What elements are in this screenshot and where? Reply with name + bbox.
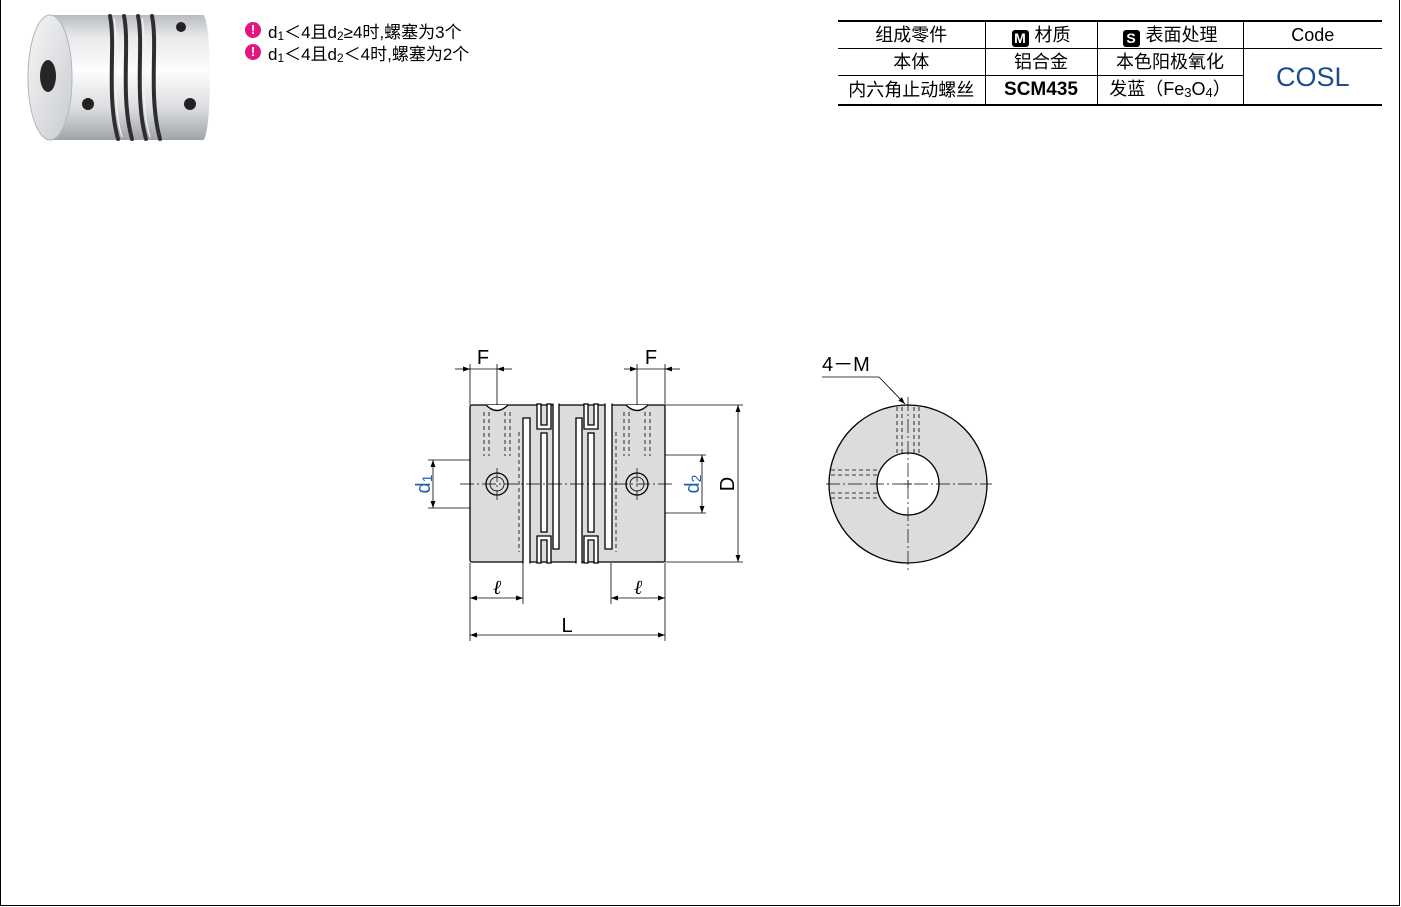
note-line: ! d1＜4且d2＜4时,螺塞为2个 [245,40,469,65]
label-L: L [561,615,572,637]
slit-open-top [604,403,613,550]
slit-open-bottom [575,417,583,564]
label-l-left: ℓ [493,577,502,599]
coupling-outline [469,404,666,563]
cell-material: SCM435 [984,75,1098,106]
note-seg: ≥4时,螺塞为3个 [343,22,462,42]
table-row: 本体 铝合金 本色阳极氧化 COSL [838,48,1382,106]
label-f-right: F [645,347,657,369]
material-badge-icon: M [1011,30,1029,47]
cell-part: 本体 [838,48,986,76]
surface-badge-icon: S [1122,30,1140,47]
label-d1-main: d [413,482,435,493]
note-sub: 2 [337,50,344,65]
cell-surface: 本色阳极氧化 [1096,48,1244,76]
helical-slit [122,14,134,141]
helical-slit [150,14,162,141]
slit-highlight [113,17,123,138]
spec-table: 组成零件 M 材质 S 表面处理 Code 本体 铝合金 本色阳极氧化 COSL 内… [838,20,1382,106]
label-D: D [717,477,739,491]
notes: ! d1＜4且d2≥4时,螺塞为3个 ! d1＜4且d2＜4时,螺塞为2个 [245,18,469,65]
cell-code: COSL [1242,48,1382,106]
note-seg: ＜4且d [284,22,338,42]
slit-open-bottom [522,417,531,564]
header-surface-label: 表面处理 [1145,25,1218,45]
header-code: Code [1242,20,1382,49]
table-header-row: 组成零件 M 材质 S 表面处理 Code [838,20,1382,49]
surface-sub: 4 [1205,85,1213,100]
header-material-label: 材质 [1034,25,1071,45]
label-l-right: ℓ [634,577,643,599]
note-sub: 2 [337,28,344,43]
center-slot [587,432,595,533]
exclamation-circle-icon: ! [245,44,261,60]
note-text: d1＜4且d2≥4时,螺塞为3个 [268,18,462,43]
slit-open-top [552,403,560,550]
label-f-left: F [477,347,489,369]
note-sub: 1 [277,28,285,43]
cell-part: 内六角止动螺丝 [838,75,986,106]
note-seg: d [268,44,278,64]
set-screw-hole [184,98,196,110]
note-seg: ＜4且d [284,44,338,64]
surface-sub: 3 [1184,85,1192,100]
surface-seg: O [1191,79,1206,99]
header-part: 组成零件 [838,20,986,49]
coupling-end-cap [196,15,210,140]
surface-seg: 发蓝（Fe [1109,79,1185,99]
bottom-notch [536,535,552,564]
note-text: d1＜4且d2＜4时,螺塞为2个 [268,40,469,65]
cell-material: 铝合金 [984,48,1098,76]
label-d1: d1 [413,474,435,493]
header-surface: S 表面处理 [1096,20,1244,49]
tapped-hole-edge [625,404,649,412]
surface-seg: ） [1212,79,1231,99]
note-line: ! d1＜4且d2≥4时,螺塞为3个 [245,18,469,43]
exclamation-circle-icon: ! [245,22,261,38]
slit-highlight [141,17,151,138]
set-screw-hole [82,98,94,110]
helical-slit [136,14,148,141]
coupling-bore [40,60,56,92]
set-screw-hole [176,22,186,32]
note-sub: 1 [277,50,285,65]
top-notch [583,403,599,430]
label-d2-main: d [682,482,704,493]
top-notch [536,403,552,430]
end-view: 4－M [822,354,992,571]
side-view: F F d1 d2 D ℓ ℓ L [413,347,743,641]
table-row: 内六角止动螺丝 SCM435 发蓝（Fe3O4） [838,75,1382,106]
bottom-notch [583,535,599,564]
label-d2-sub: 2 [688,474,704,482]
note-seg: ＜4时,螺塞为2个 [343,44,470,64]
tapped-hole-edge [485,404,509,412]
leader-line [878,376,906,405]
center-slot [540,432,548,533]
label-d2: d2 [682,474,704,493]
helical-slit [108,14,120,141]
label-d1-sub: 1 [419,474,435,482]
note-seg: d [268,22,278,42]
cell-surface: 发蓝（Fe3O4） [1096,75,1244,106]
header-material: M 材质 [984,20,1098,49]
label-screw-callout: 4－M [822,354,870,376]
coupling-photo [27,14,210,141]
